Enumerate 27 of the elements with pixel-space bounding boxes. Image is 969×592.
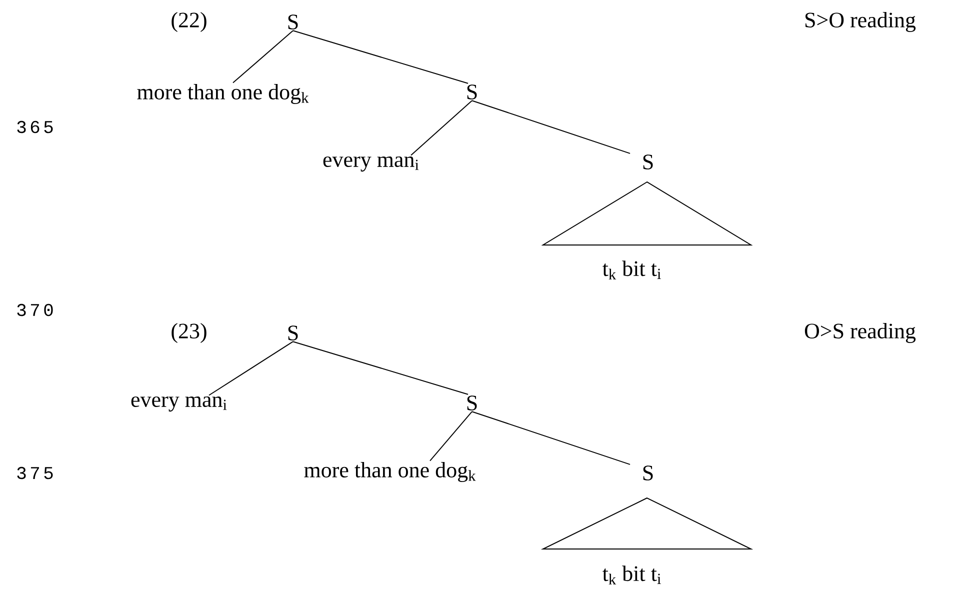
example-label: S>O reading xyxy=(805,12,916,32)
branch-line xyxy=(208,341,294,396)
branch-line xyxy=(292,30,468,84)
line-number: 365 xyxy=(17,120,53,134)
category-label: S xyxy=(288,326,298,340)
example-label: (23) xyxy=(172,323,206,343)
branch-line xyxy=(472,100,630,154)
category-label: S xyxy=(643,154,653,170)
branch-line xyxy=(430,411,472,462)
branch-line xyxy=(232,30,294,84)
example-label: O>S reading xyxy=(804,323,916,344)
category-label: S xyxy=(467,84,477,100)
line-number: 370 xyxy=(17,304,53,316)
example-label: (22) xyxy=(172,12,206,32)
phrase-label: more than one dog$_{k}$ xyxy=(304,462,476,482)
branch-line xyxy=(410,100,472,156)
node-label: t$_{k}$ bit t$_{i}$ xyxy=(602,260,661,280)
category-label: S xyxy=(288,14,298,30)
branch-line xyxy=(292,341,468,395)
phrase-label: every man$_{i}$ xyxy=(323,156,419,172)
node-label: t$_{k}$ bit t$_{i}$ xyxy=(602,566,661,584)
branch-line xyxy=(472,411,630,465)
category-label: S xyxy=(467,396,477,410)
phrase-label: more than one dog$_{k}$ xyxy=(137,84,309,104)
phrase-label: every man$_{i}$ xyxy=(131,396,227,412)
category-label: S xyxy=(643,466,653,480)
line-number: 375 xyxy=(17,466,53,480)
